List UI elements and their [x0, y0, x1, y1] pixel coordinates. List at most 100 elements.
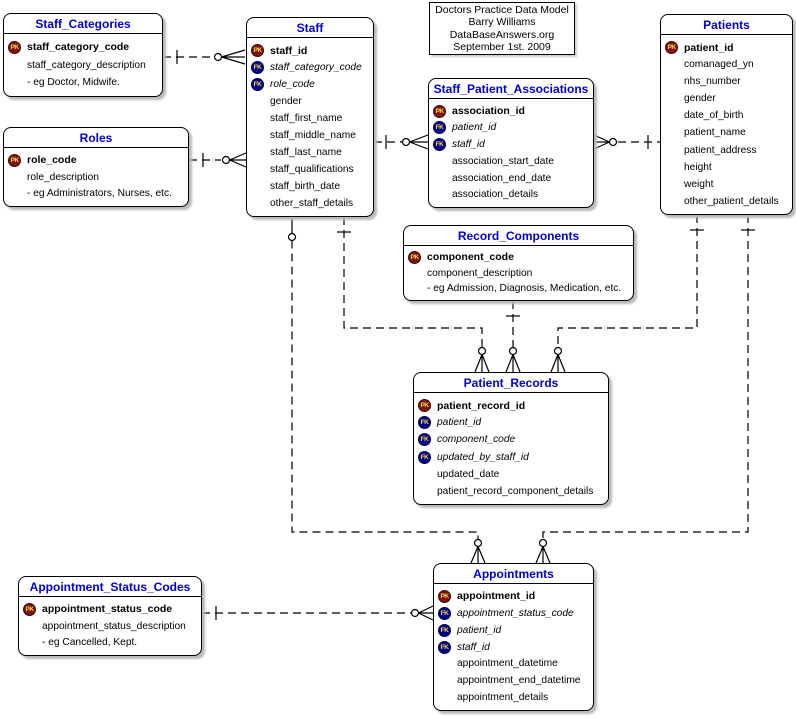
field-row: - eg Cancelled, Kept.	[23, 636, 200, 649]
entity-title: Patients	[661, 15, 792, 35]
entity-title: Appointments	[434, 564, 593, 584]
no-key-spacer	[665, 58, 678, 71]
field-row: height	[665, 161, 791, 174]
field-label: role_code	[270, 79, 315, 90]
entity-title: Staff_Categories	[4, 14, 162, 34]
no-key-spacer	[251, 146, 264, 159]
relationship-staff-staff_patient_associations	[374, 134, 429, 150]
no-key-spacer	[251, 163, 264, 176]
zero-circle	[473, 538, 483, 548]
field-label: role_description	[27, 171, 99, 183]
field-label: appointment_status_code	[42, 603, 173, 616]
field-row: date_of_birth	[665, 109, 791, 122]
field-label: updated_date	[437, 468, 500, 480]
field-row: FK patient_id	[418, 416, 607, 430]
field-row: - eg Administrators, Nurses, etc.	[8, 187, 187, 200]
no-key-spacer	[23, 636, 36, 649]
primary-key-icon: PK	[408, 250, 421, 264]
field-row: appointment_datetime	[438, 657, 592, 670]
many-crowfoot	[229, 152, 247, 168]
field-label: staff_id	[457, 641, 490, 653]
many-crowfoot	[409, 134, 429, 150]
zero-circle	[213, 52, 223, 62]
field-row: PK appointment_id	[438, 589, 592, 603]
foreign-key-icon: FK	[418, 450, 431, 464]
zero-circle	[508, 346, 518, 356]
foreign-key-icon: FK	[418, 416, 431, 430]
entity-title: Patient_Records	[414, 373, 608, 393]
relationship-staff-patient_records	[337, 217, 490, 373]
no-key-spacer	[418, 485, 431, 498]
field-label: appointment_id	[457, 590, 536, 603]
field-label: - eg Doctor, Midwife.	[27, 77, 120, 89]
field-label: association_details	[452, 189, 539, 201]
diagram-source-line: DataBaseAnswers.org	[449, 28, 555, 41]
no-key-spacer	[418, 468, 431, 481]
many-crowfoot	[535, 546, 551, 564]
field-row: other_patient_details	[665, 195, 791, 208]
field-label: staff_last_name	[270, 147, 342, 158]
no-key-spacer	[665, 161, 678, 174]
field-row: appointment_end_datetime	[438, 674, 592, 687]
field-label: component_code	[427, 251, 514, 264]
many-crowfoot	[593, 134, 610, 150]
no-key-spacer	[433, 155, 446, 168]
field-label: - eg Cancelled, Kept.	[42, 637, 138, 649]
field-label: appointment_details	[457, 692, 549, 704]
field-row: patient_address	[665, 144, 791, 157]
entity-title: Roles	[4, 128, 188, 148]
field-label: - eg Administrators, Nurses, etc.	[27, 188, 172, 200]
field-label: nhs_number	[684, 76, 741, 88]
field-row: weight	[665, 178, 791, 191]
field-label: staff_birth_date	[270, 181, 341, 192]
field-label: association_end_date	[452, 172, 552, 184]
primary-key-icon: PK	[8, 40, 21, 54]
no-key-spacer	[8, 171, 21, 184]
primary-key-icon: PK	[438, 589, 451, 603]
primary-key-icon: PK	[8, 153, 21, 167]
field-row: staff_birth_date	[251, 180, 372, 193]
no-key-spacer	[408, 267, 421, 280]
many-crowfoot	[221, 49, 246, 65]
foreign-key-icon: FK	[433, 138, 446, 152]
field-label: other_patient_details	[684, 195, 779, 207]
no-key-spacer	[251, 180, 264, 193]
zero-circle	[553, 346, 563, 356]
many-crowfoot	[550, 354, 566, 373]
no-key-spacer	[408, 282, 421, 295]
no-key-spacer	[8, 59, 21, 72]
field-row: staff_last_name	[251, 146, 372, 159]
field-row: updated_date	[418, 468, 607, 481]
primary-key-icon: PK	[418, 399, 431, 413]
field-row: staff_middle_name	[251, 129, 372, 142]
field-label: staff_category_code	[27, 41, 130, 54]
field-row: appointment_details	[438, 691, 592, 704]
field-label: patient_id	[437, 417, 482, 429]
diagram-title-line: Doctors Practice Data Model	[435, 3, 569, 16]
field-label: association_start_date	[452, 155, 554, 167]
no-key-spacer	[433, 172, 446, 185]
many-crowfoot	[470, 546, 486, 564]
relationship-patients-appointments	[535, 215, 755, 564]
